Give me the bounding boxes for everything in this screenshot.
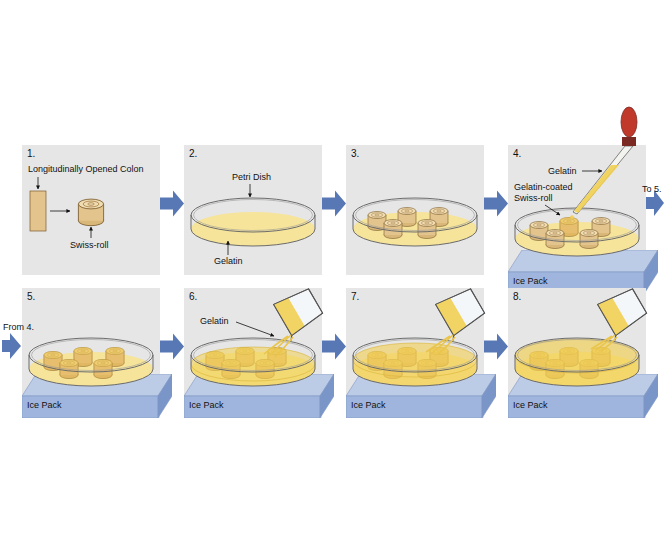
step-panel: 4.GelatinGelatin-coated Swiss-rollIce Pa… — [508, 145, 646, 275]
dropper — [570, 107, 637, 219]
leader-line — [228, 241, 229, 255]
leader-line — [91, 227, 92, 238]
step-number: 4. — [513, 148, 521, 160]
gelatin-stream — [264, 335, 293, 357]
petri-dish — [29, 338, 153, 386]
step-panel: 8. Ice Pack — [508, 288, 646, 418]
leader-line — [50, 211, 70, 212]
part-label: Gelatin — [214, 256, 243, 267]
ice-pack-shape — [508, 374, 658, 418]
ice-pack-shape — [22, 374, 172, 418]
part-label: Petri Dish — [232, 172, 271, 183]
step-panel: 1. Longitudinally Opened ColonSwiss-roll — [22, 145, 160, 275]
step-panel: 2. Petri DishGelatin — [184, 145, 322, 275]
step-panel: 5. Ice Pack — [22, 288, 160, 418]
ice-pack: Ice Pack — [346, 374, 496, 418]
gelatin-stream — [591, 335, 617, 351]
step-number: 7. — [351, 291, 359, 303]
petri-dish — [191, 338, 315, 386]
ice-pack-shape — [346, 374, 496, 418]
continue-arrow — [646, 190, 664, 216]
flow-arrow — [322, 334, 346, 360]
flow-arrow — [160, 191, 184, 217]
step-link-label: To 5. — [642, 184, 662, 195]
leader-line — [38, 177, 39, 189]
leader-line — [545, 205, 560, 215]
part-label: Gelatin-coated Swiss-roll — [514, 182, 590, 204]
part-label: Longitudinally Opened Colon — [28, 164, 144, 175]
flow-arrow — [484, 191, 508, 217]
step-panel: 6. GelatinIce Pack — [184, 288, 322, 418]
continue-arrow — [2, 333, 21, 359]
petri-dish — [515, 338, 639, 386]
ice-pack-label: Ice Pack — [189, 400, 224, 411]
step-number: 6. — [189, 291, 197, 303]
step-panel: 7. Ice Pack — [346, 288, 484, 418]
beaker — [595, 285, 651, 340]
ice-pack-label: Ice Pack — [27, 400, 62, 411]
step-number: 1. — [27, 148, 35, 160]
step-number: 3. — [351, 148, 359, 160]
leader-line — [250, 184, 251, 197]
ice-pack: Ice Pack — [22, 374, 172, 418]
step-number: 5. — [27, 291, 35, 303]
part-label: Swiss-roll — [70, 240, 109, 251]
leader-line — [236, 322, 274, 336]
ice-pack-label: Ice Pack — [513, 400, 548, 411]
leader-line — [582, 171, 602, 172]
flow-arrow — [160, 334, 184, 360]
part-label: Gelatin — [200, 316, 229, 327]
beaker — [433, 285, 489, 340]
petri-dish — [353, 338, 477, 386]
step-number: 2. — [189, 148, 197, 160]
petri-dish — [353, 198, 477, 246]
gelatin-stream — [426, 335, 455, 355]
ice-pack: Ice Pack — [508, 374, 658, 418]
petri-dish — [515, 208, 639, 256]
petri-dish — [191, 198, 315, 246]
step-link-label: From 4. — [3, 322, 34, 333]
step-number: 8. — [513, 291, 521, 303]
opened-colon — [30, 191, 46, 231]
ice-pack-shape — [184, 374, 334, 418]
beaker — [271, 285, 327, 340]
ice-pack: Ice Pack — [184, 374, 334, 418]
flow-arrow — [484, 334, 508, 360]
swiss-roll — [78, 199, 103, 226]
ice-pack-label: Ice Pack — [513, 276, 548, 287]
step-panel: 3. — [346, 145, 484, 275]
part-label: Gelatin — [548, 166, 577, 177]
flow-arrow — [322, 191, 346, 217]
ice-pack-label: Ice Pack — [351, 400, 386, 411]
